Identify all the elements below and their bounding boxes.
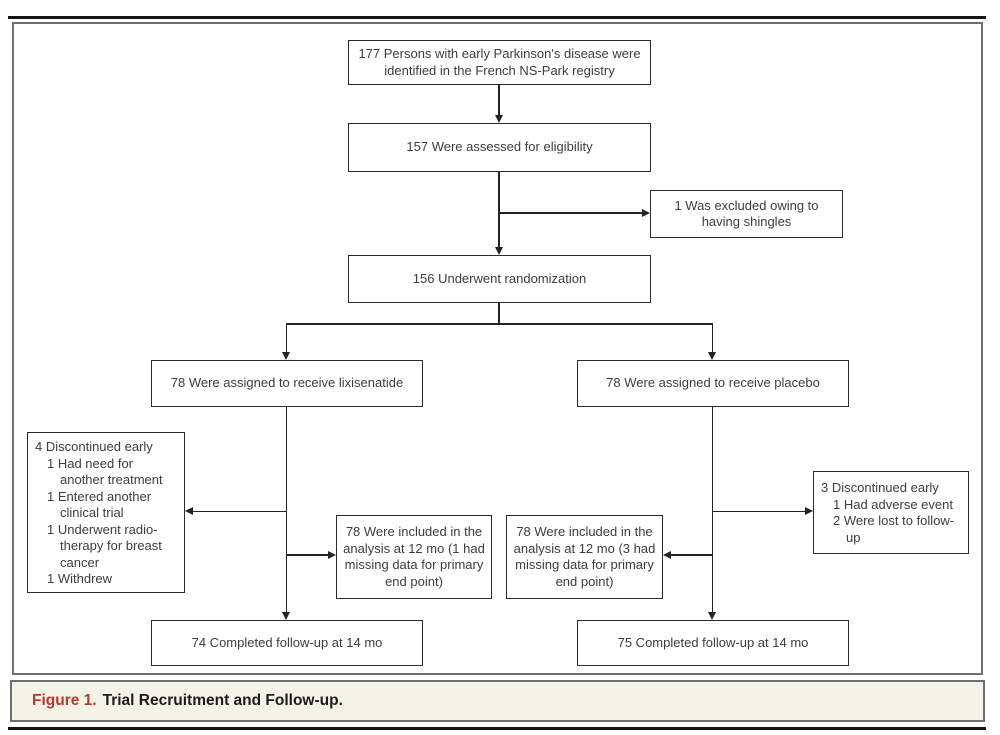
discontinued-lixisenatide-item: 1 Underwent radio-therapy for breast can…	[47, 521, 162, 570]
connector-split-lixisenatide	[285, 323, 287, 353]
arrowhead-right-icon	[328, 550, 336, 559]
completed-lixisenatide-box: 74 Completed follow-up at 14 mo	[151, 620, 423, 666]
discontinued-lixisenatide-box: 4 Discontinued early 1 Had need for anot…	[27, 432, 185, 593]
arrowhead-down-icon	[708, 352, 716, 360]
arrowhead-down-icon	[708, 612, 716, 620]
connector-randomization-split	[498, 303, 500, 324]
eligibility-box: 157 Were assessed for eligibility	[348, 123, 651, 172]
included-placebo-box: 78 Were included in the analysis at 12 m…	[506, 515, 663, 599]
arrowhead-down-icon	[281, 612, 290, 620]
excluded-text: 1 Was excluded owing to having shingles	[674, 197, 819, 230]
arrowhead-down-icon	[494, 115, 503, 123]
assigned-placebo-box: 78 Were assigned to receive placebo	[577, 360, 849, 407]
included-lixisenatide-text: 78 Were included in the analysis at 12 m…	[343, 524, 485, 589]
arrowhead-down-icon	[494, 247, 503, 255]
connector-included-lixisenatide	[286, 554, 329, 556]
randomization-text: 156 Underwent randomization	[412, 270, 587, 286]
connector-placebo-completed	[711, 407, 714, 613]
assigned-lixisenatide-box: 78 Were assigned to receive lixisenatide	[151, 360, 423, 407]
discontinued-placebo-item: 1 Had adverse event	[833, 496, 953, 512]
randomization-box: 156 Underwent randomization	[348, 255, 651, 303]
discontinued-lixisenatide-item: 1 Entered another clinical trial	[47, 488, 152, 521]
completed-placebo-box: 75 Completed follow-up at 14 mo	[577, 620, 849, 666]
connector-split-placebo	[711, 323, 714, 353]
arrowhead-left-icon	[185, 506, 193, 515]
connector-lixisenatide-completed	[285, 407, 287, 613]
discontinued-placebo-title: 3 Discontinued early	[821, 480, 939, 495]
eligibility-text: 157 Were assessed for eligibility	[406, 139, 593, 155]
bottom-rule	[8, 727, 986, 730]
top-rule	[8, 16, 986, 19]
figure-caption: Figure 1. Trial Recruitment and Follow-u…	[10, 680, 985, 722]
arrowhead-right-icon	[642, 208, 650, 217]
included-lixisenatide-box: 78 Were included in the analysis at 12 m…	[336, 515, 492, 599]
connector-discontinued-lixisenatide	[193, 510, 286, 512]
discontinued-lixisenatide-item: 1 Withdrew	[47, 571, 113, 586]
completed-lixisenatide-text: 74 Completed follow-up at 14 mo	[191, 634, 383, 650]
completed-placebo-text: 75 Completed follow-up at 14 mo	[617, 634, 809, 650]
arrowhead-left-icon	[663, 550, 671, 559]
figure-caption-text: Trial Recruitment and Follow-up.	[102, 692, 343, 709]
included-placebo-text: 78 Were included in the analysis at 12 m…	[513, 524, 656, 589]
connector-eligibility-randomization	[498, 172, 500, 248]
assigned-placebo-text: 78 Were assigned to receive placebo	[606, 375, 820, 391]
connector-included-placebo	[670, 554, 712, 556]
assigned-lixisenatide-text: 78 Were assigned to receive lixisenatide	[170, 375, 404, 391]
discontinued-lixisenatide-title: 4 Discontinued early	[35, 439, 153, 454]
connector-registry-eligibility	[498, 85, 500, 116]
connector-discontinued-placebo	[712, 510, 806, 512]
registry-box: 177 Persons with early Parkinson's disea…	[348, 40, 651, 85]
registry-text: 177 Persons with early Parkinson's disea…	[358, 46, 641, 78]
excluded-box: 1 Was excluded owing to having shingles	[650, 190, 843, 238]
discontinued-lixisenatide-item: 1 Had need for another treatment	[47, 455, 163, 488]
discontinued-placebo-box: 3 Discontinued early 1 Had adverse event…	[813, 471, 969, 554]
discontinued-placebo-item: 2 Were lost to follow-up	[833, 513, 955, 545]
arrowhead-right-icon	[805, 506, 813, 515]
connector-excluded-branch	[499, 212, 642, 214]
figure-caption-label: Figure 1.	[32, 692, 97, 709]
arrowhead-down-icon	[281, 352, 290, 360]
split-bar	[285, 323, 713, 325]
